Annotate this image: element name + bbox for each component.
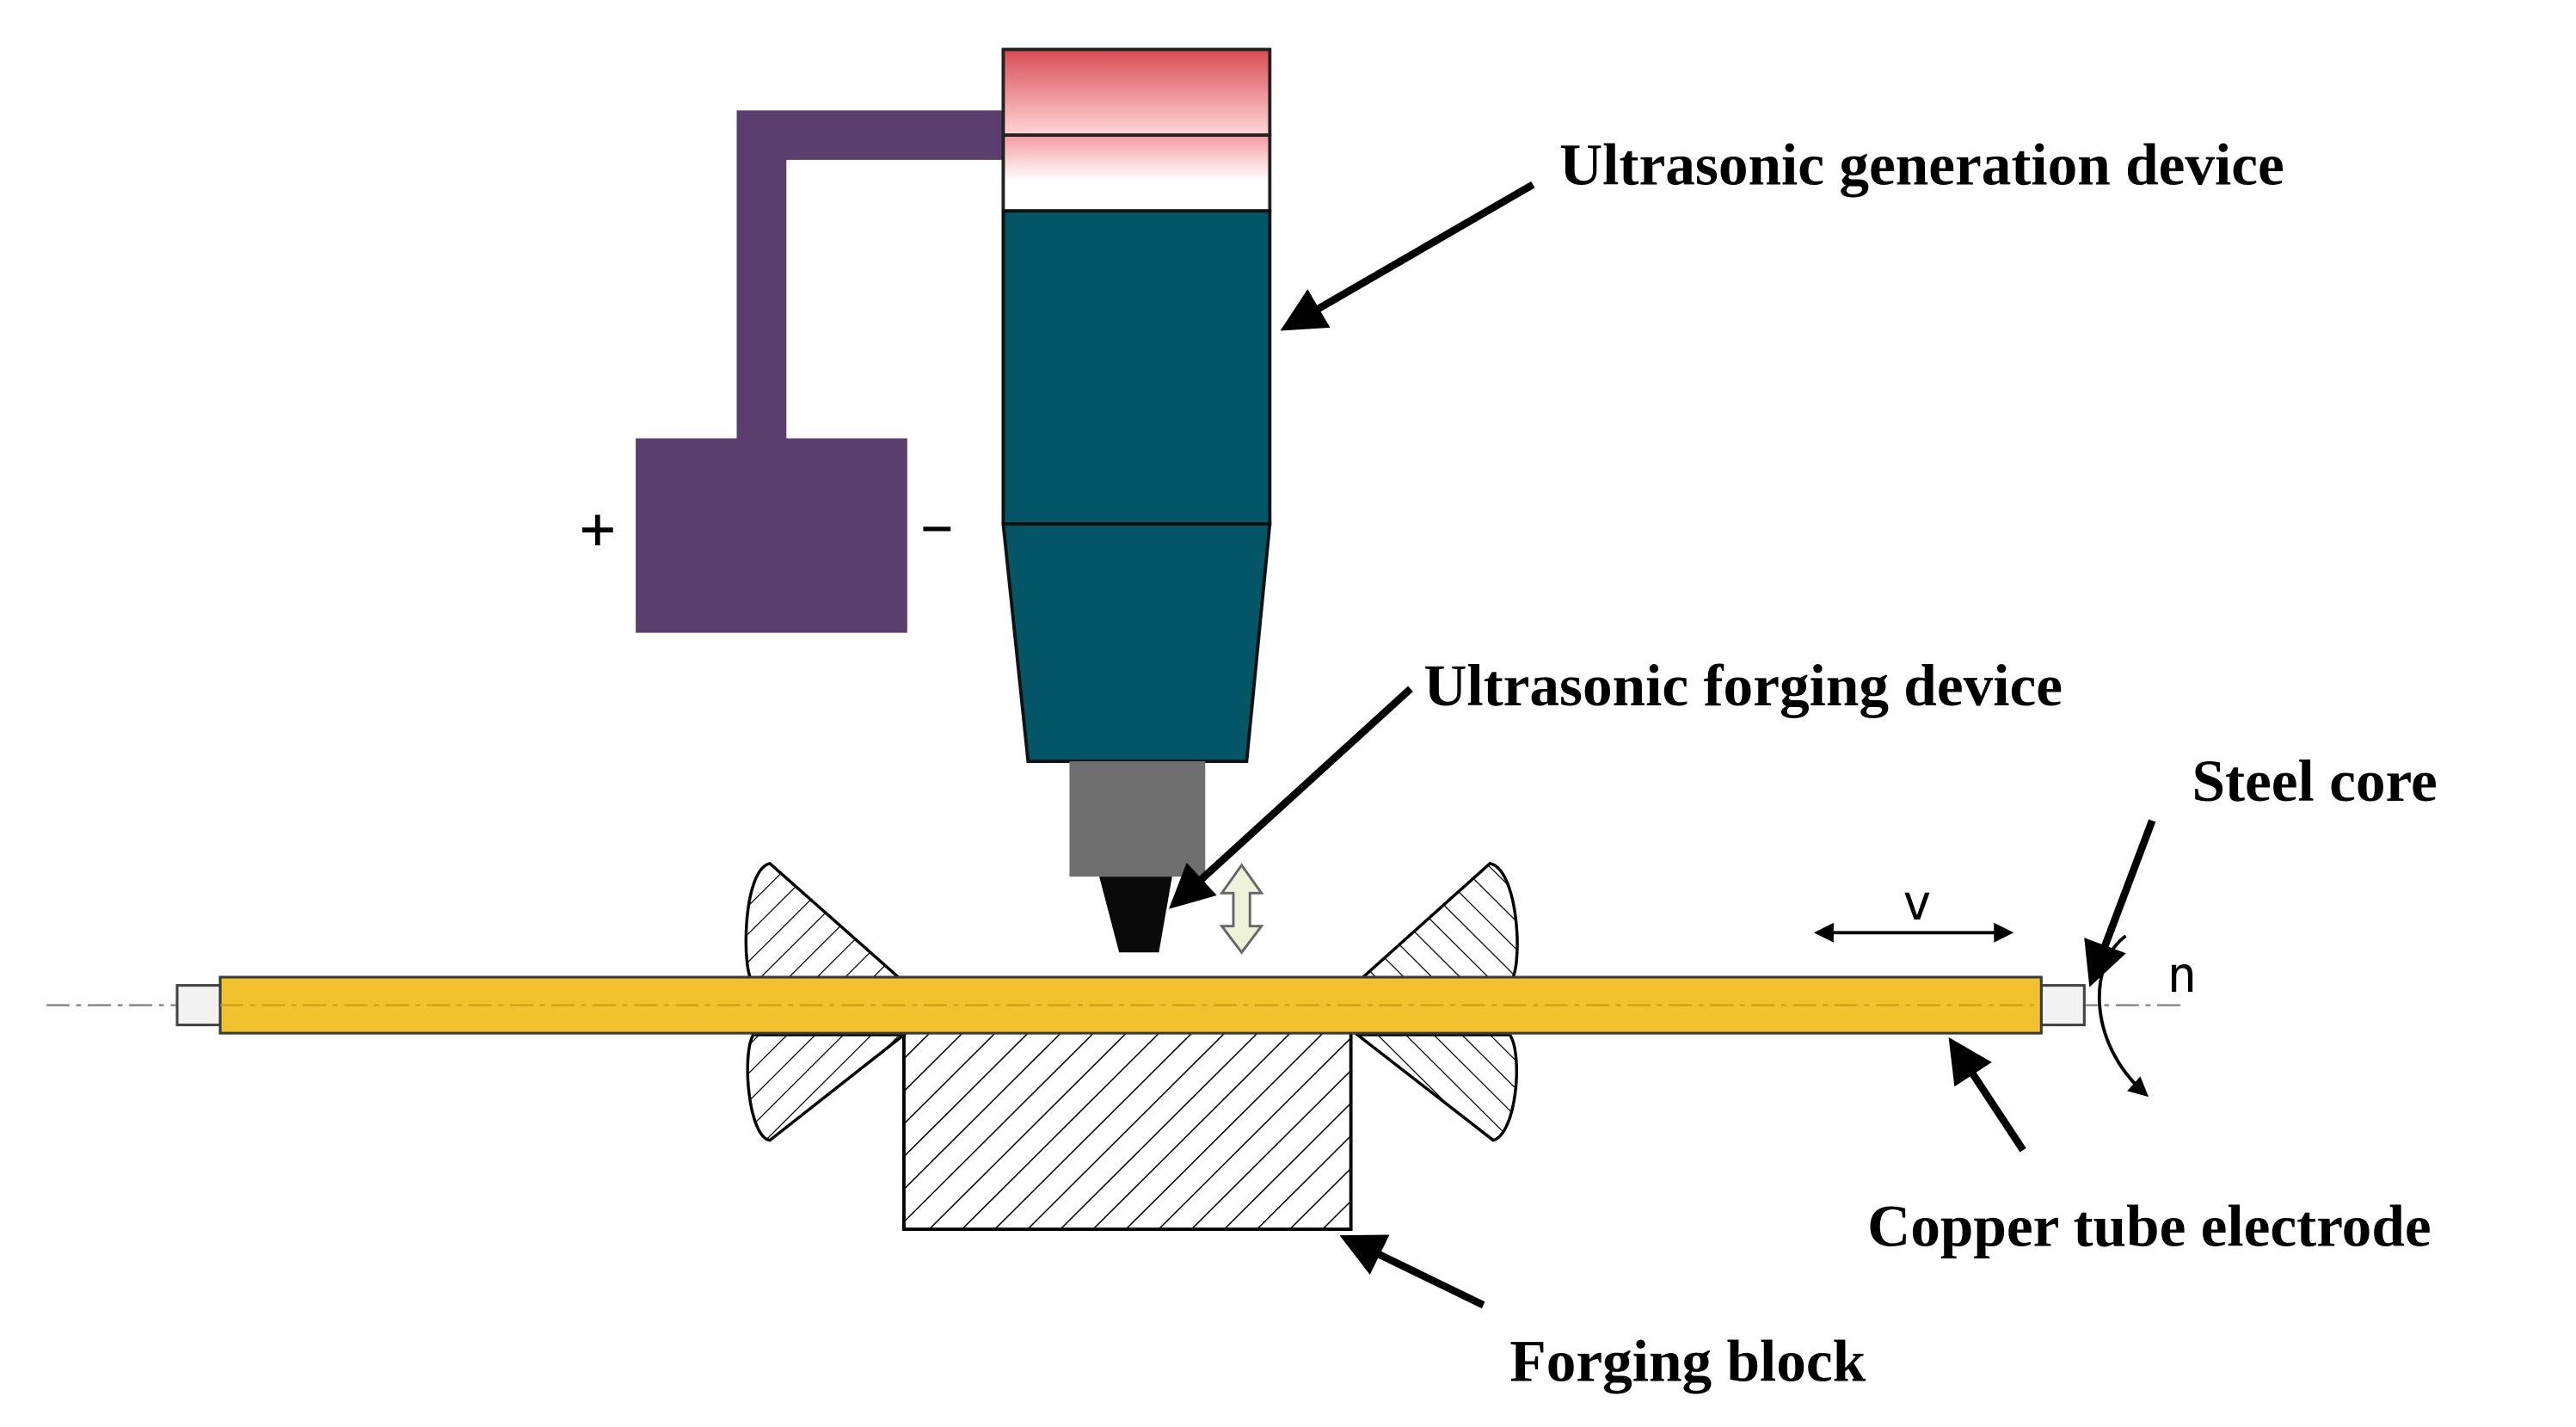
rotation-indicator: n	[2097, 934, 2198, 1098]
right-roller-lower	[1353, 1033, 1518, 1142]
label-ultrasonic-forging-device: Ultrasonic forging device	[1423, 652, 2063, 718]
ultrasonic-forging-device	[1069, 761, 1264, 955]
plus-terminal-sign: +	[580, 495, 616, 563]
arrow-to-steel-core	[2084, 819, 2156, 987]
right-guide-roller	[1353, 861, 1519, 1142]
vibration-arrow	[1219, 863, 1264, 955]
label-ultrasonic-generation-device: Ultrasonic generation device	[1559, 132, 2284, 198]
power-cable	[736, 110, 1004, 442]
steel-core-left-end	[175, 984, 222, 1027]
velocity-symbol: v	[1903, 874, 1933, 932]
steel-core-right-end	[2039, 984, 2086, 1027]
horn-cone	[1001, 522, 1272, 763]
label-copper-tube-electrode: Copper tube electrode	[1867, 1192, 2431, 1258]
rotation-arc-arrow	[2097, 934, 2149, 1098]
ultrasonic-generation-device	[1001, 47, 1272, 763]
feed-velocity-indicator: v	[1813, 874, 2014, 943]
arrow-to-forging-block	[1339, 1234, 1485, 1309]
left-roller-upper	[744, 861, 908, 984]
transducer-cap-top	[1001, 47, 1272, 138]
leader-arrows	[1168, 181, 2156, 1309]
rotation-symbol: n	[2167, 946, 2198, 1004]
forging-block	[902, 1030, 1353, 1232]
power-supply-box	[636, 438, 907, 633]
power-supply: + −	[580, 110, 1004, 633]
tool-holder	[1069, 761, 1206, 877]
right-roller-upper	[1353, 861, 1519, 984]
label-forging-block: Forging block	[1509, 1328, 1866, 1394]
arrow-to-generation-device	[1280, 181, 1535, 331]
left-roller-lower	[746, 1033, 908, 1142]
label-steel-core: Steel core	[2192, 747, 2437, 814]
arrow-to-copper-tube	[1948, 1036, 2026, 1153]
transducer-body	[1001, 209, 1272, 526]
transducer-cap-bottom	[1001, 133, 1272, 213]
arrow-to-forging-device	[1168, 686, 1413, 909]
minus-terminal-sign: −	[921, 497, 953, 558]
forging-tool-tip	[1099, 876, 1172, 953]
